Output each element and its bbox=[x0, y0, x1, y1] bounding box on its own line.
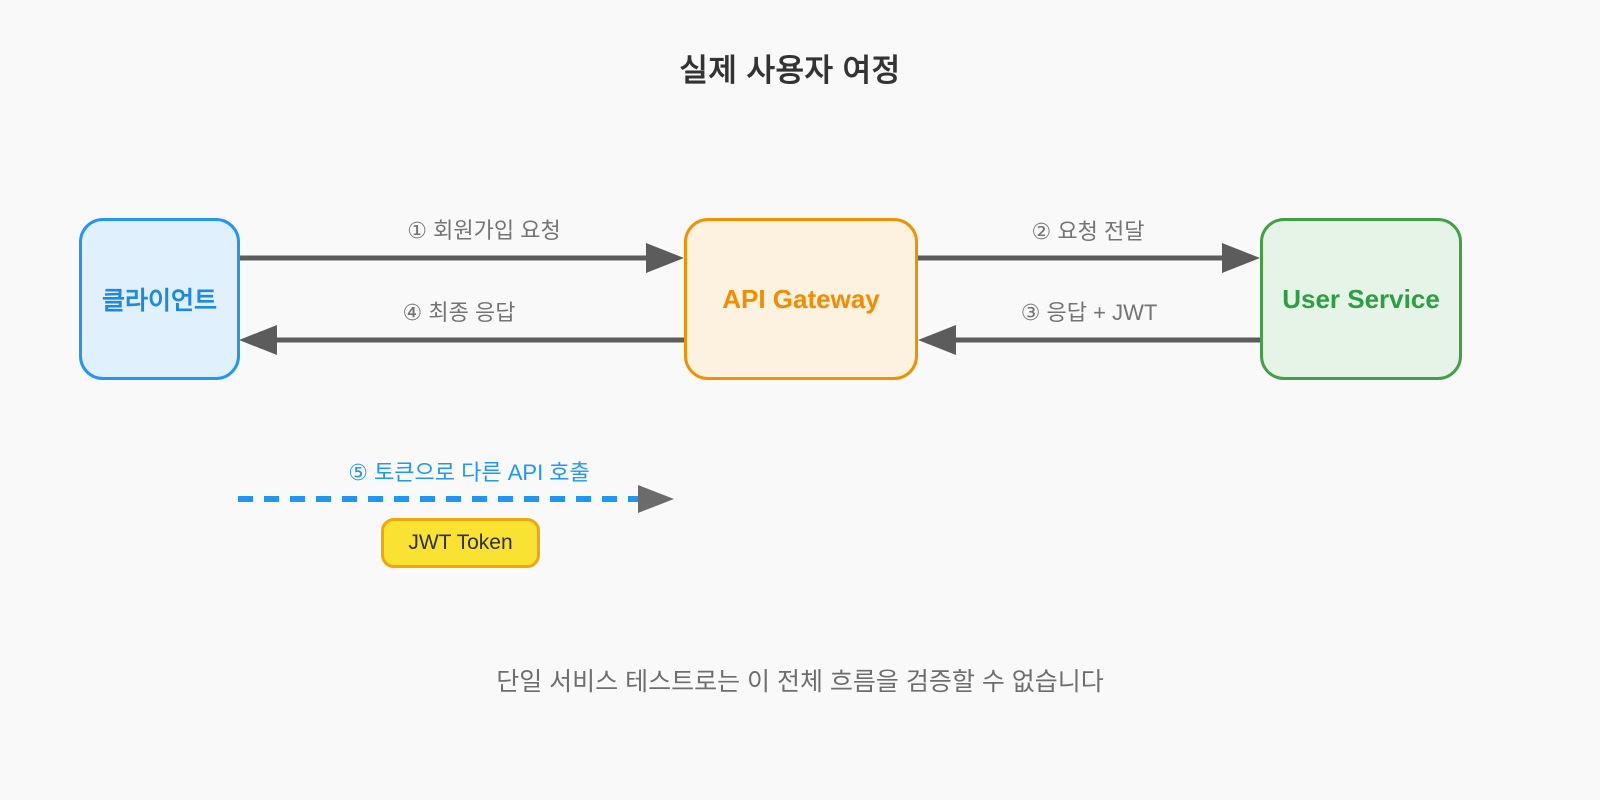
node-client: 클라이언트 bbox=[79, 218, 240, 380]
node-client-label: 클라이언트 bbox=[101, 287, 217, 315]
node-jwt-token: JWT Token bbox=[381, 518, 540, 568]
arrow-signup-request bbox=[240, 243, 684, 273]
arrow-response-jwt bbox=[918, 325, 1260, 355]
arrow-forward-request bbox=[918, 243, 1260, 273]
edge-label-response-jwt: ③ 응답 + JWT bbox=[1020, 300, 1158, 325]
edge-label-final-response: ④ 최종 응답 bbox=[402, 300, 516, 325]
footnote-text: 단일 서비스 테스트로는 이 전체 흐름을 검증할 수 없습니다 bbox=[496, 668, 1104, 696]
diagram-title: 실제 사용자 여정 bbox=[679, 53, 901, 88]
node-api-gateway-label: API Gateway bbox=[722, 283, 880, 314]
arrow-final-response bbox=[239, 325, 684, 355]
edge-label-token-api-call: ⑤ 토큰으로 다른 API 호출 bbox=[348, 460, 590, 485]
node-user-service-label: User Service bbox=[1282, 283, 1440, 314]
node-user-service: User Service bbox=[1260, 218, 1462, 380]
arrow-token-api-call bbox=[238, 485, 674, 513]
node-jwt-token-label: JWT Token bbox=[408, 531, 513, 554]
node-api-gateway: API Gateway bbox=[684, 218, 918, 380]
edge-label-signup-request: ① 회원가입 요청 bbox=[407, 218, 561, 243]
edge-label-forward-request: ② 요청 전달 bbox=[1031, 219, 1145, 244]
